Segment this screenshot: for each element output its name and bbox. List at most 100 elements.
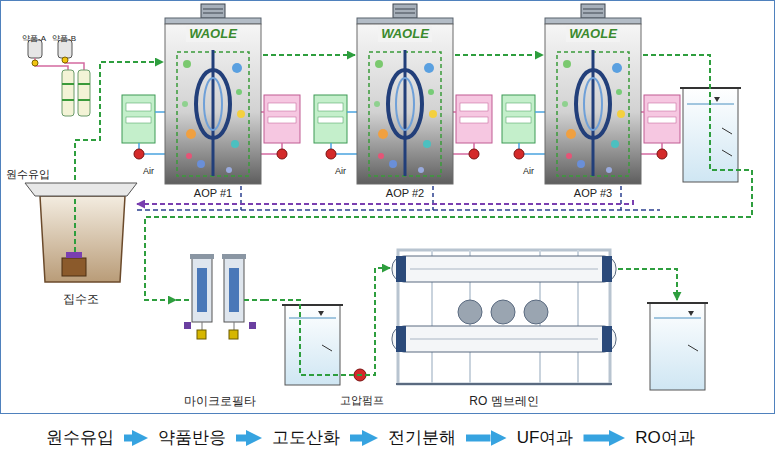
level-sensor xyxy=(322,345,332,351)
mixer-stripe xyxy=(78,99,90,101)
flow-arrow xyxy=(124,435,132,442)
return-pipe xyxy=(137,200,633,204)
flow-arrow xyxy=(350,435,362,442)
aop-reactor-drawing xyxy=(502,4,680,184)
step-name: 전기분해 xyxy=(388,428,456,448)
air-label: Air xyxy=(523,166,534,176)
dosing-line xyxy=(35,58,68,70)
water-pipe xyxy=(145,55,752,300)
water-level xyxy=(654,318,701,319)
filter-cap xyxy=(222,254,246,259)
step-name: 고도산화 xyxy=(272,428,340,448)
mixer-stripe xyxy=(78,83,90,85)
air-label: Air xyxy=(143,166,154,176)
pump-head xyxy=(66,252,82,258)
unit-label: RO 멤브레인 xyxy=(469,394,538,408)
static-mixer xyxy=(62,70,74,116)
inflow-label: 원수유입 xyxy=(6,168,50,180)
dosing-pump xyxy=(62,57,68,63)
frame xyxy=(1,1,775,414)
water-pipe xyxy=(263,54,355,56)
micro-filter: 마이크로필타 xyxy=(176,250,264,408)
aop-reactor: WAOLE AOP #2 xyxy=(355,4,455,200)
air-label: Air xyxy=(335,166,346,176)
submersible-pump xyxy=(62,258,86,276)
dosing-pump xyxy=(32,60,38,66)
valve-symbol xyxy=(184,322,191,329)
unit-label: AOP #3 xyxy=(574,187,612,200)
water-pipe xyxy=(264,268,390,375)
vessel-cap xyxy=(602,326,612,352)
level-mark xyxy=(688,311,694,316)
aop-reactor: WAOLE AOP #1 xyxy=(163,4,263,200)
label-anchor: 고압펌프 xyxy=(340,390,384,408)
mixer-stripe xyxy=(62,83,74,85)
vessel-cap xyxy=(396,326,406,352)
filter-pipe xyxy=(244,299,264,301)
brand-logo: WAOLE xyxy=(186,26,240,42)
level-mark xyxy=(318,311,324,316)
chemical-label: 약품-A xyxy=(22,34,46,43)
level-sensor xyxy=(688,345,698,351)
mixer-stripe xyxy=(62,99,74,101)
label-anchor: Air xyxy=(523,160,534,178)
valve-symbol xyxy=(197,330,206,339)
membrane-vessel xyxy=(392,256,616,282)
vessel-cap xyxy=(396,256,406,282)
water-tank xyxy=(650,303,705,390)
aop-reactor: WAOLE AOP #3 xyxy=(543,4,643,200)
ro-membrane: RO 멤브레인 xyxy=(390,238,618,408)
chemical-label: 약품-B xyxy=(52,34,76,43)
tank-lip xyxy=(282,304,343,306)
membrane-vessel xyxy=(392,326,616,352)
step-name: RO여과 xyxy=(635,428,695,448)
process-step: UF여과 xyxy=(512,425,579,452)
unit-label: 집수조 xyxy=(63,292,99,306)
label-anchor: Air xyxy=(143,160,154,178)
brand-logo: WAOLE xyxy=(378,26,432,42)
brand-logo: WAOLE xyxy=(566,26,620,42)
label-anchor: 약품-B xyxy=(52,27,76,45)
water-pipe xyxy=(455,54,543,56)
unit-label: AOP #2 xyxy=(386,187,424,200)
aop-reactor-drawing xyxy=(122,4,300,184)
level-sensor xyxy=(722,150,732,156)
vessel-line xyxy=(410,269,598,270)
water-level xyxy=(289,318,336,319)
step-name: 원수유입 xyxy=(46,428,114,448)
filter-cap xyxy=(190,254,214,259)
tank-lip xyxy=(647,302,708,304)
level-mark xyxy=(714,97,720,102)
drain-line xyxy=(137,209,660,211)
pressure-gauge xyxy=(491,300,515,324)
process-step: 원수유입 xyxy=(41,425,119,452)
water-tank xyxy=(285,305,340,385)
step-name: UF여과 xyxy=(517,428,574,448)
process-step: RO여과 xyxy=(630,425,700,452)
static-mixer xyxy=(78,70,90,116)
step-name: 약품반응 xyxy=(158,428,226,448)
filter-cartridge xyxy=(229,268,239,312)
unit-label: 마이크로필타 xyxy=(184,394,256,408)
filter-housing xyxy=(192,258,212,322)
flow-arrow xyxy=(584,435,610,442)
unit-label: AOP #1 xyxy=(194,187,232,200)
aop-reactor-drawing xyxy=(314,4,492,184)
frame-base xyxy=(396,383,612,385)
process-step: 전기분해 xyxy=(383,425,461,452)
pit-rim xyxy=(25,183,137,196)
collection-pit xyxy=(40,196,125,282)
vessel-line xyxy=(410,339,598,340)
pressure-gauge xyxy=(458,300,482,324)
riser-pipe xyxy=(74,196,76,252)
collection-tank: 집수조 xyxy=(25,180,137,306)
vessel-cap xyxy=(602,256,612,282)
permeate-pipe xyxy=(618,269,677,300)
label-anchor: 원수유입 xyxy=(6,164,50,182)
process-step: 고도산화 xyxy=(267,425,345,452)
